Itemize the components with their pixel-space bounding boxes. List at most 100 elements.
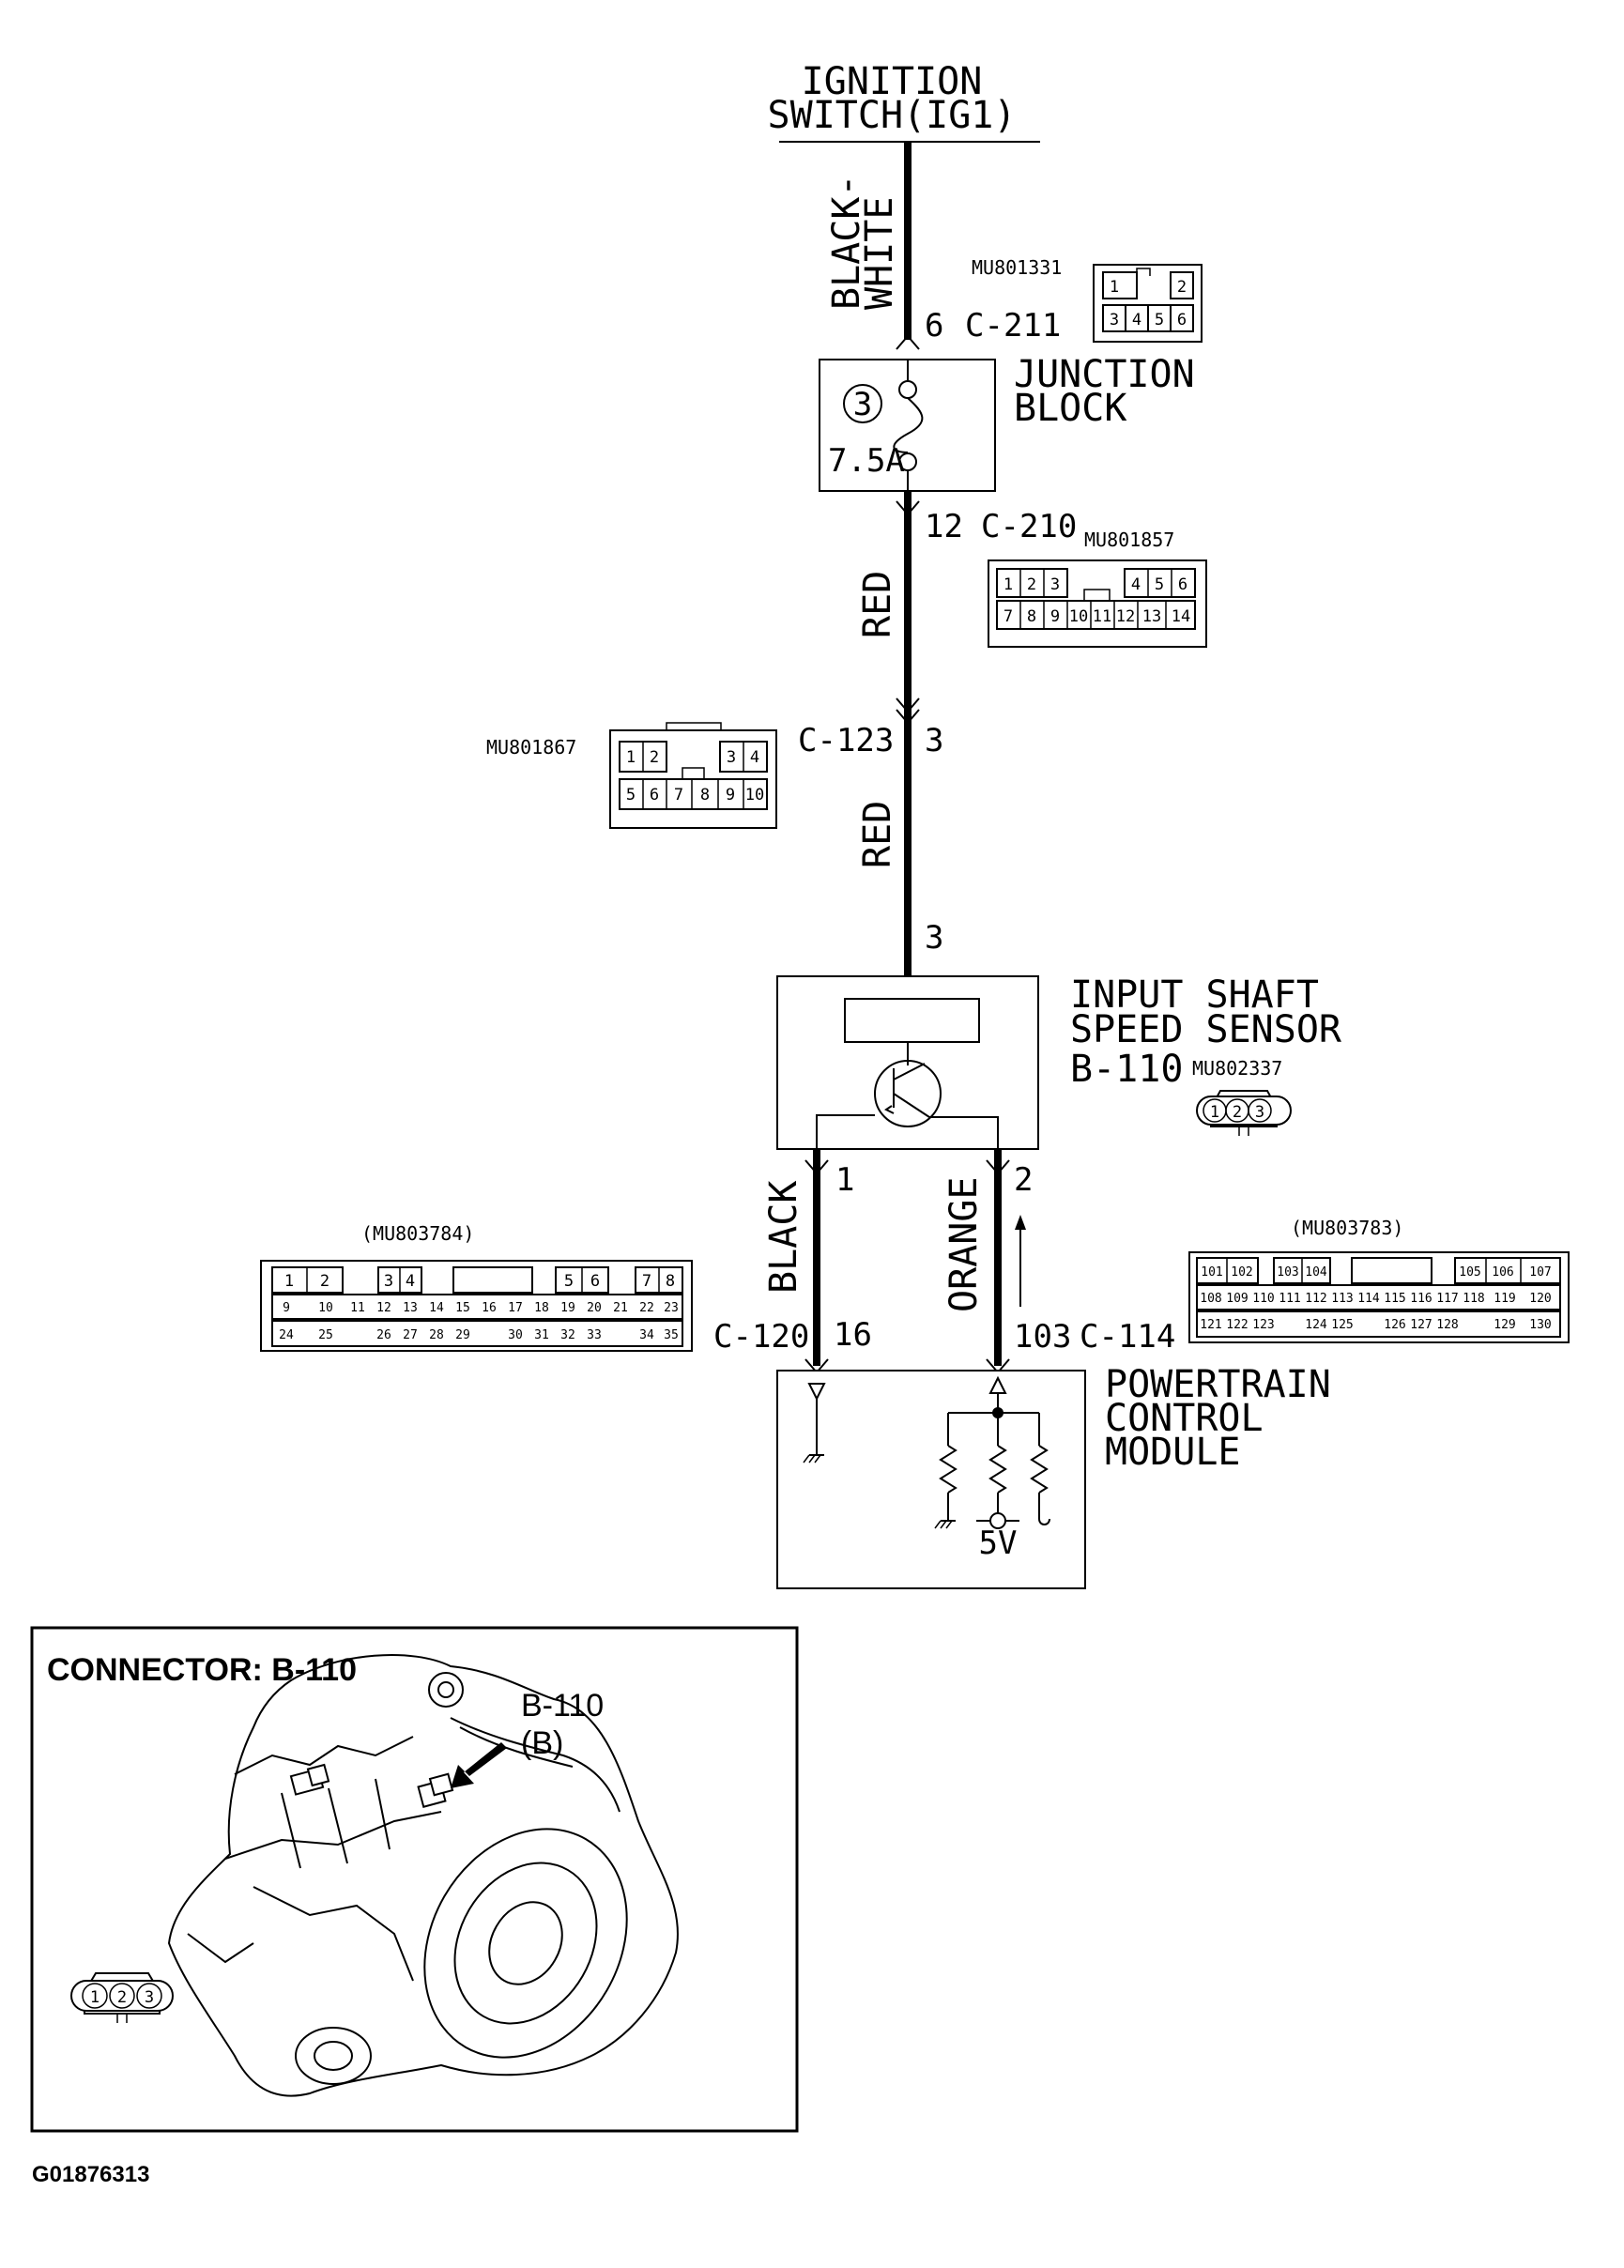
svg-text:126: 126 xyxy=(1384,1318,1405,1332)
svg-text:7: 7 xyxy=(674,786,683,805)
pcm-title-line3: MODULE xyxy=(1105,1431,1241,1474)
svg-text:114: 114 xyxy=(1357,1292,1380,1306)
svg-text:21: 21 xyxy=(613,1301,628,1315)
svg-text:10: 10 xyxy=(318,1301,333,1315)
c114-connector-face: 101 102 103 104 105 106 107 108 109 110 … xyxy=(1188,1251,1570,1343)
svg-text:111: 111 xyxy=(1279,1292,1300,1306)
svg-text:22: 22 xyxy=(639,1301,654,1315)
c120-part-number: (MU803784) xyxy=(361,1222,474,1245)
svg-text:28: 28 xyxy=(429,1328,444,1342)
svg-text:121: 121 xyxy=(1200,1318,1221,1332)
sensor-id: B-110 xyxy=(1070,1048,1183,1091)
svg-text:129: 129 xyxy=(1494,1318,1515,1332)
svg-text:1: 1 xyxy=(626,748,636,767)
svg-text:11: 11 xyxy=(350,1301,365,1315)
svg-text:4: 4 xyxy=(406,1272,415,1291)
svg-text:107: 107 xyxy=(1529,1265,1551,1280)
svg-text:9: 9 xyxy=(1050,607,1060,626)
svg-text:127: 127 xyxy=(1410,1318,1432,1332)
svg-text:13: 13 xyxy=(1142,607,1161,626)
pcm-voltage: 5V xyxy=(979,1525,1018,1562)
svg-text:125: 125 xyxy=(1331,1318,1353,1332)
c123-connector-face: 1 2 3 4 5 6 7 8 9 10 xyxy=(609,722,777,829)
inset-view-label: (B) xyxy=(521,1725,563,1761)
sensor-element xyxy=(844,998,980,1043)
svg-text:109: 109 xyxy=(1226,1292,1248,1306)
svg-text:2: 2 xyxy=(117,1988,127,2007)
svg-text:1: 1 xyxy=(90,1988,100,2007)
fuse-symbol xyxy=(893,360,924,491)
wire-top-color-line2: WHITE xyxy=(858,197,901,310)
wire-top-color-line1: BLACK- xyxy=(825,175,868,311)
pcm-ground-input xyxy=(803,1383,826,1463)
c123-pin: 3 xyxy=(925,722,943,759)
c120-connector-face: 1 2 3 4 5 6 7 8 9 10 11 12 13 14 15 16 1… xyxy=(260,1260,693,1352)
svg-text:10: 10 xyxy=(1069,607,1088,626)
svg-text:17: 17 xyxy=(508,1301,523,1315)
svg-text:6: 6 xyxy=(1178,575,1187,594)
svg-text:33: 33 xyxy=(587,1328,602,1342)
svg-text:128: 128 xyxy=(1436,1318,1458,1332)
ignition-title-line2: SWITCH(IG1) xyxy=(768,94,1017,137)
svg-text:16: 16 xyxy=(482,1301,497,1315)
svg-text:1: 1 xyxy=(1110,278,1119,297)
svg-text:123: 123 xyxy=(1252,1318,1274,1332)
svg-text:1: 1 xyxy=(284,1272,294,1291)
svg-text:32: 32 xyxy=(560,1328,575,1342)
svg-text:10: 10 xyxy=(745,786,764,805)
sensor-part-number: MU802337 xyxy=(1192,1057,1282,1080)
svg-text:29: 29 xyxy=(455,1328,470,1342)
svg-text:26: 26 xyxy=(376,1328,391,1342)
svg-text:2: 2 xyxy=(650,748,659,767)
svg-text:108: 108 xyxy=(1200,1292,1221,1306)
c120-name: C-120 xyxy=(713,1318,809,1356)
svg-text:6: 6 xyxy=(590,1272,600,1291)
svg-text:130: 130 xyxy=(1529,1318,1551,1332)
fuse-number: 3 xyxy=(853,386,872,423)
inset-connector-face: 1 2 3 xyxy=(70,1972,174,2023)
signal-direction-arrow xyxy=(1015,1215,1026,1307)
svg-text:3: 3 xyxy=(1255,1103,1264,1122)
svg-text:18: 18 xyxy=(534,1301,549,1315)
svg-text:4: 4 xyxy=(1132,311,1141,329)
svg-text:2: 2 xyxy=(1233,1103,1242,1122)
svg-text:104: 104 xyxy=(1305,1265,1327,1280)
svg-text:19: 19 xyxy=(560,1301,575,1315)
svg-text:124: 124 xyxy=(1305,1318,1327,1332)
svg-text:118: 118 xyxy=(1463,1292,1484,1306)
svg-text:31: 31 xyxy=(534,1328,549,1342)
svg-text:34: 34 xyxy=(639,1328,654,1342)
svg-text:3: 3 xyxy=(727,748,736,767)
pcm-signal-input xyxy=(934,1375,1050,1529)
svg-text:23: 23 xyxy=(664,1301,679,1315)
svg-text:2: 2 xyxy=(320,1272,329,1291)
svg-text:119: 119 xyxy=(1494,1292,1515,1306)
svg-text:115: 115 xyxy=(1384,1292,1405,1306)
transaxle-illustration xyxy=(167,1654,679,2097)
svg-text:12: 12 xyxy=(376,1301,391,1315)
c123-part-number: MU801867 xyxy=(486,736,576,759)
svg-text:110: 110 xyxy=(1252,1292,1274,1306)
c114-part-number: (MU803783) xyxy=(1291,1217,1403,1239)
svg-text:14: 14 xyxy=(429,1301,444,1315)
svg-text:11: 11 xyxy=(1093,607,1111,626)
pcm-title-line2: CONTROL xyxy=(1105,1397,1264,1440)
svg-text:2: 2 xyxy=(1027,575,1036,594)
svg-text:3: 3 xyxy=(384,1272,393,1291)
c210-pin: 12 xyxy=(925,508,963,545)
sensor-title-line1: INPUT SHAFT xyxy=(1070,973,1319,1017)
connector-inset-frame xyxy=(30,1626,799,2133)
c211-name: C-211 xyxy=(965,307,1061,345)
c211-connector-mark xyxy=(896,334,920,350)
svg-text:9: 9 xyxy=(283,1301,290,1315)
svg-text:3: 3 xyxy=(1110,311,1119,329)
svg-text:6: 6 xyxy=(1177,311,1187,329)
svg-text:8: 8 xyxy=(1027,607,1036,626)
svg-text:14: 14 xyxy=(1172,607,1190,626)
svg-text:4: 4 xyxy=(1131,575,1141,594)
junction-block-title-line1: JUNCTION xyxy=(1014,353,1195,396)
svg-text:106: 106 xyxy=(1492,1265,1513,1280)
fuse-rating: 7.5A xyxy=(828,442,905,480)
c211-part-number: MU801331 xyxy=(972,256,1062,279)
inset-connector-label: B-110 xyxy=(521,1688,604,1724)
